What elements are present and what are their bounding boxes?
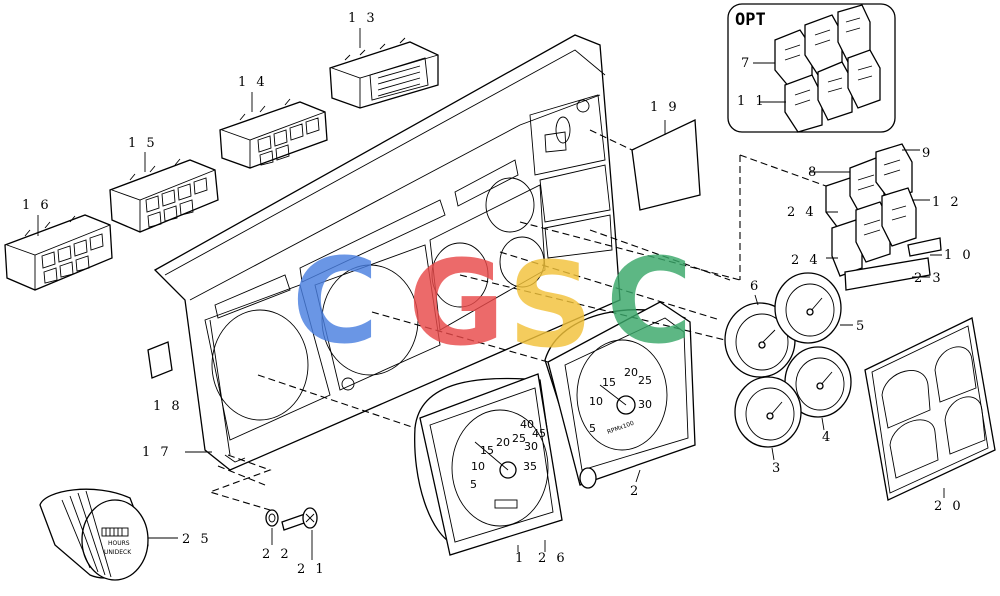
label-19: 1 9: [650, 100, 680, 115]
speedo-tick-35: 35: [523, 460, 537, 473]
label-16: 1 6: [22, 198, 52, 213]
tacho-tick-25: 25: [638, 374, 652, 387]
label-20: 2 0: [934, 499, 964, 514]
small-gauge-5: [774, 272, 842, 344]
cover-panel-20: [864, 317, 996, 501]
label-18: 1 8: [153, 399, 183, 414]
speedo-tick-labels: 5 10 15 20 25 30 35 40 45: [470, 418, 546, 491]
label-13: 1 3: [348, 11, 378, 26]
label-14: 1 4: [238, 75, 268, 90]
label-26: 2 6: [538, 551, 568, 566]
label-17: 1 7: [142, 445, 172, 460]
watermark-letter-4: C: [606, 232, 693, 370]
speedo-tick-15: 15: [480, 444, 494, 457]
speedo-tick-30: 30: [524, 440, 538, 453]
label-10: 1 0: [944, 248, 974, 263]
opt-switch-cluster: [774, 4, 881, 133]
opt-title: OPT: [735, 10, 766, 30]
label-24b: 2 4: [791, 253, 821, 268]
label-9: 9: [922, 146, 933, 161]
switch-module-15: [109, 158, 219, 233]
tacho-tick-30: 30: [638, 398, 652, 411]
switch-module-13: [329, 37, 439, 109]
hours-meter-text-1: HOURS: [108, 540, 130, 547]
speedo-tick-5: 5: [470, 478, 477, 491]
label-24a: 2 4: [787, 205, 817, 220]
screw-21: [281, 507, 318, 531]
plug-18: [147, 341, 173, 379]
tacho-tick-20: 20: [624, 366, 638, 379]
watermark-letter-3: S: [508, 236, 593, 374]
opt-box: OPT 7 1 1: [727, 3, 896, 133]
watermark: C G S C: [292, 232, 693, 374]
speedo-tick-20: 20: [496, 436, 510, 449]
label-21: 2 1: [297, 562, 327, 577]
tacho-tick-labels: 5 10 15 20 25 30: [589, 366, 652, 435]
watermark-letter-1: C: [292, 232, 379, 370]
label-12: 1 2: [932, 195, 962, 210]
dash-panel: [153, 34, 621, 471]
assembly-lines: [208, 129, 827, 511]
speedo-tick-45: 45: [532, 427, 546, 440]
label-5: 5: [856, 319, 867, 334]
speedo-tick-10: 10: [471, 460, 485, 473]
switch-module-16: [4, 214, 113, 291]
label-25: 2 5: [182, 532, 212, 547]
speedo-tick-40: 40: [520, 418, 534, 431]
tacho-tick-10: 10: [589, 395, 603, 408]
label-8: 8: [808, 165, 819, 180]
blank-plate-19: [631, 119, 701, 211]
opt-label-11: 1 1: [737, 94, 767, 109]
right-switch-cluster: [810, 143, 942, 291]
label-23: 2 3: [914, 271, 944, 286]
tachometer-2: 5 10 15 20 25 30 RPMx100: [544, 301, 696, 489]
small-gauge-4: [784, 346, 852, 418]
opt-label-7: 7: [741, 56, 752, 71]
tacho-tick-15: 15: [602, 376, 616, 389]
label-2: 2: [630, 484, 641, 499]
label-3: 3: [772, 461, 783, 476]
label-6: 6: [750, 279, 761, 294]
small-gauge-3: [734, 376, 802, 448]
label-1: 1: [515, 551, 526, 566]
speedo-tick-25: 25: [512, 432, 526, 445]
hours-meter-text-2: UNIDECK: [104, 549, 132, 556]
tacho-tick-5: 5: [589, 422, 596, 435]
label-15: 1 5: [128, 136, 158, 151]
watermark-letter-2: G: [408, 234, 505, 372]
switch-module-14: [219, 98, 328, 169]
speedometer-1: 5 10 15 20 25 30 35 40 45: [414, 373, 563, 556]
label-22: 2 2: [262, 547, 292, 562]
washer-22: [265, 509, 279, 527]
hours-meter-25: HOURS UNIDECK: [39, 488, 149, 581]
label-4: 4: [822, 430, 833, 445]
